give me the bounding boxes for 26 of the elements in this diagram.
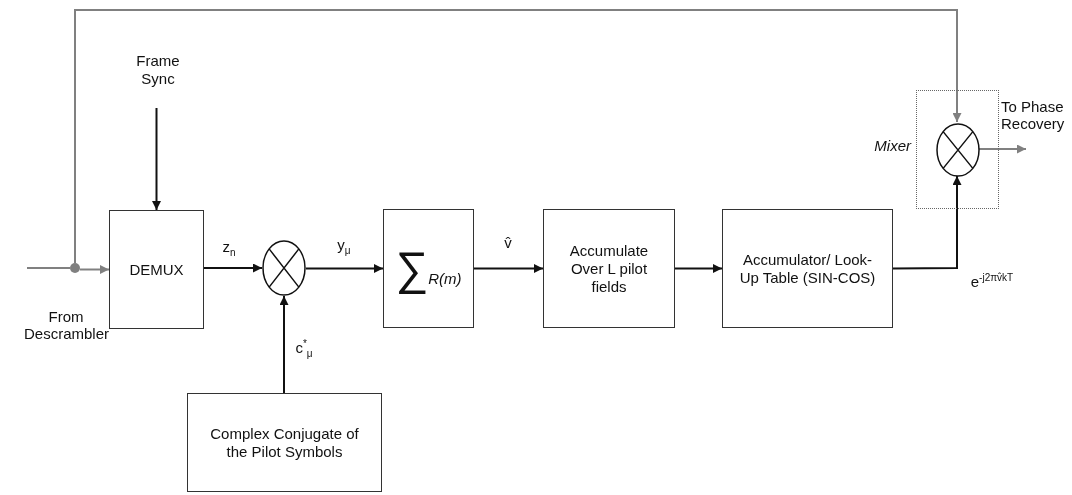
process-box	[383, 209, 474, 328]
process-box	[187, 393, 382, 492]
box-label: Accumulate Over L pilot fields	[568, 241, 650, 296]
arrow	[74, 9, 962, 264]
connector-line	[26, 267, 71, 269]
input-label: Frame Sync	[135, 52, 181, 88]
group-label: Mixer	[873, 137, 911, 155]
process-box	[722, 209, 893, 328]
arrow	[305, 264, 384, 273]
multiplier-symbol	[936, 123, 980, 177]
arrow	[203, 263, 263, 273]
arrow	[79, 265, 110, 274]
arrow	[674, 264, 723, 273]
process-box	[543, 209, 675, 328]
process-box	[109, 210, 204, 329]
arrow	[892, 175, 962, 270]
multiplier-symbol	[262, 240, 306, 296]
box-label: Complex Conjugate of the Pilot Symbols	[209, 424, 360, 461]
box-label: ∑R(m)	[394, 240, 463, 296]
arrow	[152, 107, 161, 211]
arrow	[473, 264, 544, 273]
box-label: DEMUX	[128, 260, 185, 279]
box-label: Accumulator/ Look-Up Table (SIN-COS)	[738, 250, 877, 287]
arrow	[279, 295, 289, 394]
arrow	[978, 144, 1027, 154]
junction-dot	[70, 263, 80, 273]
